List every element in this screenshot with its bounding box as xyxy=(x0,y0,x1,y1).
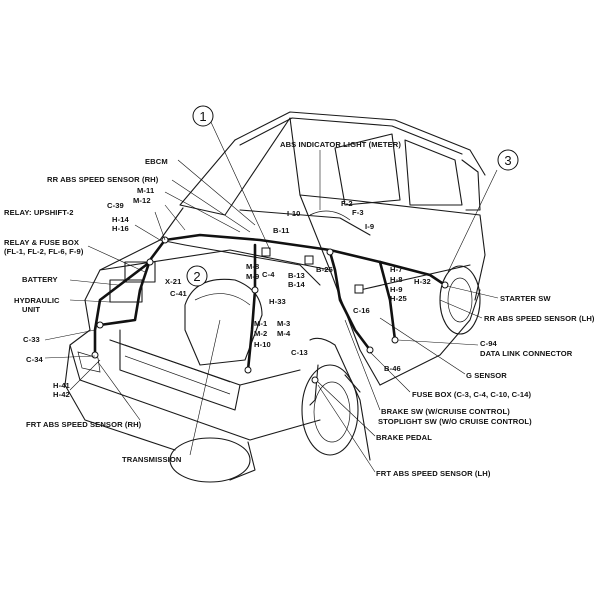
label-battery: BATTERY xyxy=(22,275,58,284)
label-m4: M-4 xyxy=(277,329,291,338)
label-transmission: TRANSMISSION xyxy=(122,455,181,464)
label-h10: H-10 xyxy=(254,340,271,349)
label-m11: M-11 xyxy=(137,186,155,195)
label-h32: H-32 xyxy=(414,277,431,286)
label-b11: B-11 xyxy=(273,226,290,235)
label-h7: H-7 xyxy=(390,265,403,274)
label-starter-sw: STARTER SW xyxy=(500,294,551,303)
label-relay-fuse-box: RELAY & FUSE BOX xyxy=(4,238,79,247)
label-brake-pedal: BRAKE PEDAL xyxy=(376,433,432,442)
label-h33: H-33 xyxy=(269,297,286,306)
callout-2: 2 xyxy=(186,265,208,287)
label-c13: C-13 xyxy=(291,348,308,357)
label-h42: H-42 xyxy=(53,390,70,399)
label-g-sensor: G SENSOR xyxy=(466,371,507,380)
label-h25: H-25 xyxy=(390,294,408,303)
label-b46: B-46 xyxy=(384,364,401,373)
label-data-link-connector: DATA LINK CONNECTOR xyxy=(480,349,573,358)
component-labels: EBCM RR ABS SPEED SENSOR (RH) M-11 M-12 … xyxy=(4,140,595,478)
label-b25: B-25 xyxy=(316,265,334,274)
label-h41: H-41 xyxy=(53,381,71,390)
label-x21: X-21 xyxy=(165,277,182,286)
label-h16: H-16 xyxy=(112,224,129,233)
callout-1-number: 1 xyxy=(199,109,206,124)
label-hydraulic-unit: UNIT xyxy=(22,305,40,314)
label-frt-abs-speed-sensor-lh: FRT ABS SPEED SENSOR (LH) xyxy=(376,469,491,478)
label-m9: M-9 xyxy=(246,272,259,281)
label-m2: M-2 xyxy=(254,329,267,338)
label-f3: F-3 xyxy=(352,208,364,217)
label-m8: M-8 xyxy=(246,262,259,271)
callout-3: 3 xyxy=(497,149,519,171)
label-m1: M-1 xyxy=(254,319,268,328)
label-rr-abs-speed-sensor-lh: RR ABS SPEED SENSOR (LH) xyxy=(484,314,595,323)
callout-2-number: 2 xyxy=(193,269,200,284)
label-c41: C-41 xyxy=(170,289,188,298)
label-c4: C-4 xyxy=(262,270,275,279)
label-h9: H-9 xyxy=(390,285,403,294)
label-c33: C-33 xyxy=(23,335,40,344)
label-b13: B-13 xyxy=(288,271,305,280)
label-frt-abs-speed-sensor-rh: FRT ABS SPEED SENSOR (RH) xyxy=(26,420,142,429)
label-h8: H-8 xyxy=(390,275,403,284)
label-b14: B-14 xyxy=(288,280,306,289)
label-h14: H-14 xyxy=(112,215,130,224)
callout-1: 1 xyxy=(192,105,214,127)
label-f2: F-2 xyxy=(341,199,353,208)
label-rr-abs-speed-sensor-rh: RR ABS SPEED SENSOR (RH) xyxy=(47,175,159,184)
label-fuse-box: FUSE BOX (C-3, C-4, C-10, C-14) xyxy=(412,390,532,399)
label-relay-fuse-box-list: (FL-1, FL-2, FL-6, F-9) xyxy=(4,247,84,256)
label-m12: M-12 xyxy=(133,196,151,205)
label-hydraulic: HYDRAULIC xyxy=(14,296,60,305)
label-brake-sw: BRAKE SW (W/CRUISE CONTROL) xyxy=(381,407,510,416)
label-relay-upshift-2: RELAY: UPSHIFT-2 xyxy=(4,208,74,217)
label-m3: M-3 xyxy=(277,319,290,328)
label-ebcm: EBCM xyxy=(145,157,168,166)
leader-lines xyxy=(44,119,499,473)
connector-markers xyxy=(91,236,449,384)
label-c39: C-39 xyxy=(107,201,124,210)
label-c94: C-94 xyxy=(480,339,498,348)
label-c34: C-34 xyxy=(26,355,44,364)
label-stoplight-sw: STOPLIGHT SW (W/O CRUISE CONTROL) xyxy=(378,417,532,426)
callout-3-number: 3 xyxy=(504,153,511,168)
label-abs-indicator-light: ABS INDICATOR LIGHT (METER) xyxy=(280,140,401,149)
label-c16: C-16 xyxy=(353,306,370,315)
label-i10: I-10 xyxy=(287,209,301,218)
label-i9: I-9 xyxy=(365,222,374,231)
